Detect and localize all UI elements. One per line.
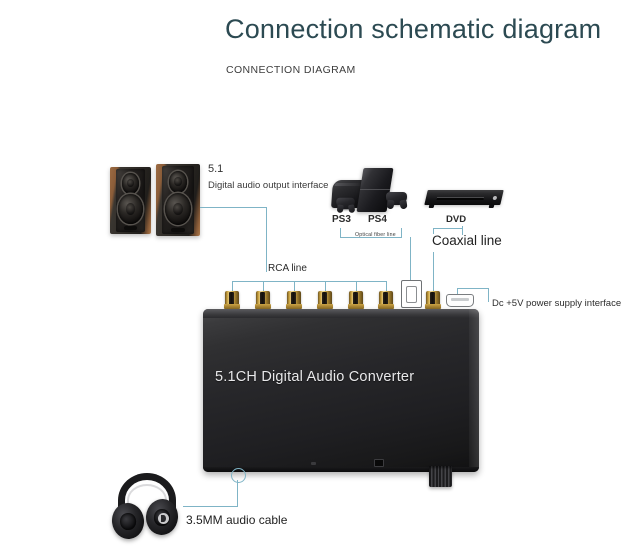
speakers-description-label: Digital audio output interface — [208, 180, 329, 191]
woofer-icon — [118, 194, 143, 224]
coax-connector-v — [433, 252, 435, 294]
ps3-optical-drop — [340, 228, 342, 238]
rca-tick-6 — [386, 281, 388, 291]
optical-bracket-h — [340, 237, 402, 239]
rca-line-label: RCA line — [268, 263, 307, 274]
power-led — [311, 462, 316, 465]
rca-jack-3[interactable] — [286, 291, 302, 309]
woofer-icon — [165, 193, 191, 226]
speaker-connector-h — [200, 207, 267, 209]
headphone-brand-logo — [158, 513, 169, 524]
aux-connector-h — [183, 506, 238, 508]
rca-tick-3 — [294, 281, 296, 291]
dc-connector-v — [488, 288, 490, 302]
volume-knob[interactable] — [429, 466, 452, 487]
speaker-right — [156, 164, 200, 236]
ps4-optical-drop — [401, 228, 403, 238]
digital-audio-converter: 5.1CH Digital Audio Converter — [203, 309, 479, 472]
converter-top-edge — [203, 309, 479, 318]
rca-tick-4 — [325, 281, 327, 291]
speaker-left-baffle — [115, 169, 146, 232]
dvd-foot-left — [428, 205, 434, 208]
rca-tick-2 — [263, 281, 265, 291]
rca-jack-2[interactable] — [255, 291, 271, 309]
aux-connector-v — [237, 480, 239, 507]
converter-bottom-edge — [203, 467, 479, 472]
dc-power-label: Dc +5V power supply interface — [492, 298, 622, 309]
tweeter-icon — [122, 173, 139, 194]
dvd-label: DVD — [446, 214, 467, 225]
speakers-channel-label: 5.1 — [208, 163, 224, 175]
ps4-controller-icon — [386, 192, 407, 205]
coax-bracket-tick — [433, 228, 435, 234]
rca-jack-1[interactable] — [224, 291, 240, 309]
optical-line-label: Optical fiber line — [355, 232, 396, 238]
rca-tick-1 — [232, 281, 234, 291]
rca-tick-5 — [356, 281, 358, 291]
dc-connector-h — [457, 288, 489, 290]
dvd-disc-slot — [435, 197, 484, 201]
aux-cable-label: 3.5MM audio cable — [186, 513, 288, 527]
dvd-power-button — [492, 196, 498, 200]
rca-jack-6[interactable] — [378, 291, 394, 309]
ps3-label: PS3 — [332, 214, 351, 225]
page-title: Connection schematic diagram — [225, 14, 602, 44]
converter-brand-text: 5.1CH Digital Audio Converter — [215, 369, 415, 385]
rca-jack-5[interactable] — [348, 291, 364, 309]
optical-toslink-port[interactable] — [401, 280, 422, 308]
speaker-left — [110, 167, 151, 234]
rca-jack-4[interactable] — [317, 291, 333, 309]
dvd-coax-drop — [462, 226, 464, 235]
coax-bracket-h — [433, 228, 463, 230]
ps4-label: PS4 — [368, 214, 387, 225]
dvd-foot-right — [488, 205, 495, 208]
tweeter-icon — [169, 170, 187, 193]
bass-port — [123, 226, 137, 231]
dc-connector-drop — [457, 288, 459, 298]
optical-connector-v — [410, 237, 412, 281]
headphone-3.5mm-jack[interactable] — [231, 468, 246, 483]
converter-right-edge — [469, 309, 479, 472]
headphone-headband — [118, 473, 176, 517]
speaker-connector-v — [266, 207, 268, 272]
headphones-icon — [109, 473, 182, 541]
coaxial-jack[interactable] — [425, 291, 441, 309]
page-subtitle: CONNECTION DIAGRAM — [226, 64, 356, 76]
coaxial-line-label: Coaxial line — [432, 233, 502, 248]
micro-usb-power-port[interactable] — [446, 294, 474, 307]
dvd-player-icon — [424, 190, 504, 208]
bass-port — [171, 227, 185, 232]
ps3-controller-icon — [336, 197, 355, 210]
rca-bracket-h — [232, 281, 387, 283]
speaker-right-baffle — [162, 166, 194, 234]
ir-receiver — [374, 459, 384, 467]
